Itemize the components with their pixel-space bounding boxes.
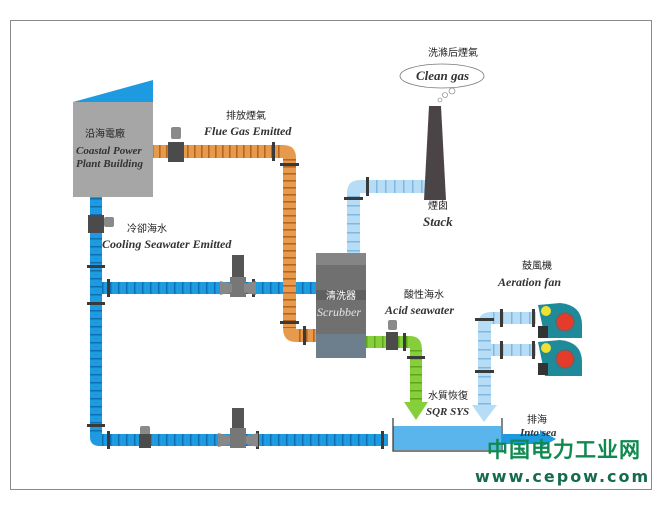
acid-flowmeter bbox=[386, 332, 398, 350]
scrubber-label-en: Scrubber bbox=[317, 305, 361, 319]
seawater-flowmeter-lower bbox=[139, 426, 151, 448]
seawater-pump-lower bbox=[218, 408, 258, 448]
acid-seawater-label-en: Acid seawater bbox=[385, 303, 454, 317]
power-plant-label-cn: 沿海電廠 bbox=[85, 129, 125, 140]
into-sea-pipe bbox=[502, 430, 556, 448]
flue-gas-label-cn: 排放煙氣 bbox=[226, 111, 266, 122]
stack bbox=[424, 106, 446, 200]
stack-label-en: Stack bbox=[423, 214, 453, 229]
aeration-fan-lower bbox=[538, 340, 582, 376]
cloud-icon bbox=[399, 63, 485, 103]
acid-seawater-pipe bbox=[366, 320, 428, 420]
seawater-pipe-to-scrubber bbox=[102, 282, 318, 294]
building-roof bbox=[73, 80, 153, 102]
into-sea-label-en: Into sea bbox=[520, 427, 557, 439]
clean-gas-label-cn: 洗滌后煙氣 bbox=[428, 48, 478, 59]
sqr-label-en: SQR SYS bbox=[426, 406, 470, 418]
sqr-label-cn: 水質恢復 bbox=[428, 391, 468, 402]
sqr-basin bbox=[392, 418, 503, 452]
power-plant-building bbox=[73, 80, 153, 197]
watermark-url: www.cepow.com bbox=[475, 467, 651, 486]
seawater-pump-upper bbox=[220, 255, 256, 297]
power-plant-label-en-1: Coastal Power bbox=[76, 145, 142, 157]
aeration-fan-label-en: Aeration fan bbox=[498, 275, 562, 289]
scrubber bbox=[316, 253, 366, 358]
cooling-seawater-label-cn: 冷卻海水 bbox=[127, 224, 167, 235]
flue-gas-label-en: Flue Gas Emitted bbox=[204, 124, 292, 138]
flue-gas-valve bbox=[168, 142, 184, 162]
clean-gas-pipe bbox=[344, 177, 428, 253]
cooling-seawater-label-en: Cooling Seawater Emitted bbox=[102, 237, 232, 251]
acid-seawater-label-cn: 酸性海水 bbox=[404, 290, 444, 301]
power-plant-label-en-2: Plant Building bbox=[76, 158, 143, 170]
flue-gas-pipe bbox=[153, 127, 316, 345]
clean-gas-label-en: Clean gas bbox=[416, 68, 470, 83]
scrubber-label-cn: 清洗器 bbox=[326, 291, 356, 302]
into-sea-label-cn: 排海 bbox=[527, 415, 547, 426]
stack-label-cn: 煙囱 bbox=[428, 201, 448, 212]
building-body bbox=[73, 102, 153, 197]
aeration-fan-upper bbox=[538, 303, 582, 338]
watermark-cn: 中国电力工业网 bbox=[487, 438, 641, 462]
seawater-pipe-vertical bbox=[90, 197, 102, 437]
aeration-fan-label-cn: 鼓風機 bbox=[522, 261, 552, 272]
aeration-air-pipe bbox=[472, 309, 536, 422]
cooling-water-valve bbox=[88, 215, 114, 233]
